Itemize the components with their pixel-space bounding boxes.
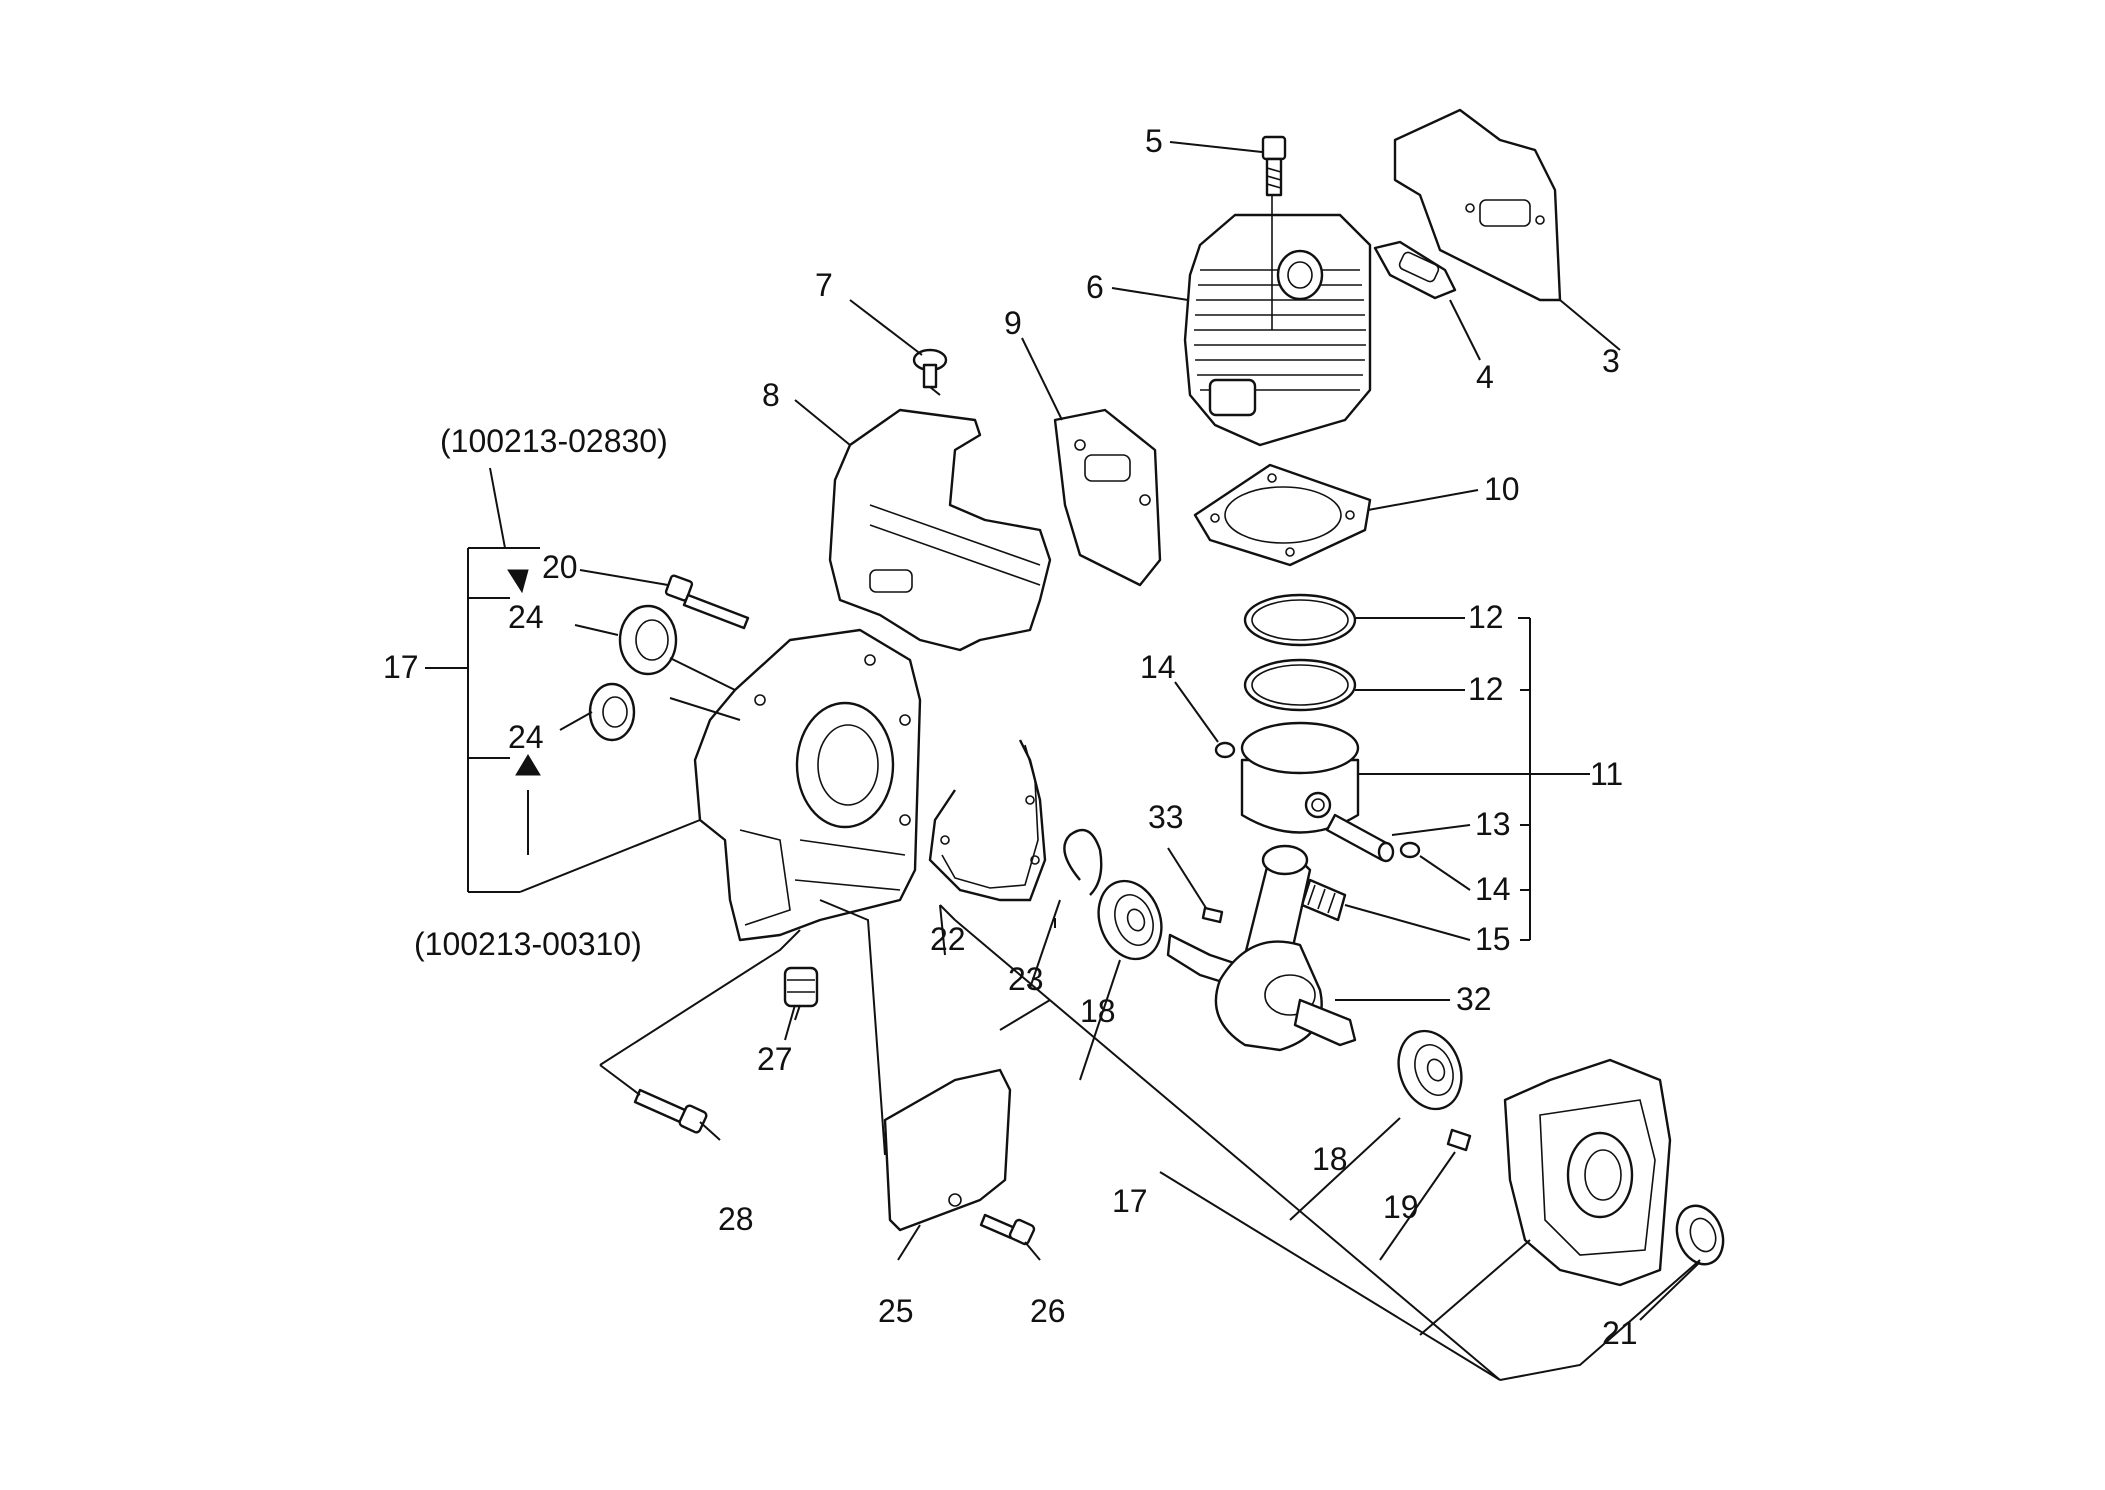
part-25-cover-plate xyxy=(883,1068,1012,1232)
part-24-seal-upper xyxy=(618,604,678,676)
part-6-cylinder xyxy=(1183,195,1372,447)
part-17-crankcase xyxy=(693,628,922,942)
callout-8: 8 xyxy=(762,377,780,413)
part-number-upper: (100213-02830) xyxy=(440,423,668,459)
callout-labels: 3 4 5 6 7 8 9 10 11 12 12 13 14 14 15 17… xyxy=(383,123,1638,1351)
callout-10: 10 xyxy=(1484,471,1520,507)
part-13-piston-pin xyxy=(1325,813,1395,863)
callout-24-lower: 24 xyxy=(508,719,544,755)
callout-26: 26 xyxy=(1030,1293,1066,1329)
callout-13: 13 xyxy=(1475,806,1511,842)
callout-9: 9 xyxy=(1004,305,1022,341)
callout-14-right: 14 xyxy=(1475,871,1511,907)
part-10-gasket xyxy=(1193,463,1372,567)
callout-3: 3 xyxy=(1602,343,1620,379)
part-11-piston xyxy=(1240,721,1360,834)
part-14-circlip-right xyxy=(1399,841,1421,859)
part-9-gasket xyxy=(1053,408,1162,587)
part-5-bolt xyxy=(1261,135,1287,197)
part-24-seal-lower xyxy=(588,682,636,742)
part-number-lower: (100213-00310) xyxy=(414,926,642,962)
part-15-needle-bearing xyxy=(1300,878,1347,922)
callout-17-left: 17 xyxy=(383,649,419,685)
part-18-bearing-right xyxy=(1397,1029,1463,1111)
part-21-bearing xyxy=(1675,1204,1725,1266)
part-18-bearing-left xyxy=(1097,879,1163,961)
callout-32: 32 xyxy=(1456,981,1492,1017)
part-22-gasket xyxy=(928,739,1047,902)
part-23-snap-ring xyxy=(1063,828,1103,896)
callout-22: 22 xyxy=(930,921,966,957)
callout-28: 28 xyxy=(718,1201,754,1237)
part-28-bolt xyxy=(633,1088,708,1134)
leader-lines xyxy=(425,141,1701,1381)
part-26-screw xyxy=(979,1213,1036,1246)
part-12-ring-upper xyxy=(1243,593,1357,647)
part-27-plug xyxy=(783,966,819,1008)
part-20-bolt xyxy=(664,574,750,630)
callout-23: 23 xyxy=(1008,961,1044,997)
callout-12-upper: 12 xyxy=(1468,599,1504,635)
part-32-crankshaft xyxy=(1166,844,1357,1052)
part-12-ring-lower xyxy=(1243,658,1357,712)
part-4-gasket xyxy=(1373,240,1457,300)
callout-4: 4 xyxy=(1476,359,1494,395)
part-14-circlip-left xyxy=(1214,741,1236,759)
callout-12-lower: 12 xyxy=(1468,671,1504,707)
part-7-screw xyxy=(912,348,948,389)
right-crankcase-half xyxy=(1503,1058,1672,1287)
callout-7: 7 xyxy=(815,267,833,303)
part-19-dowel xyxy=(1446,1128,1472,1152)
part-33-key xyxy=(1201,906,1224,924)
callout-33: 33 xyxy=(1148,799,1184,835)
callout-25: 25 xyxy=(878,1293,914,1329)
callout-6: 6 xyxy=(1086,269,1104,305)
callout-21: 21 xyxy=(1602,1315,1638,1351)
callout-19: 19 xyxy=(1383,1189,1419,1225)
part-8-cover xyxy=(828,408,1052,652)
callout-27: 27 xyxy=(757,1041,793,1077)
callout-17-lower: 17 xyxy=(1112,1183,1148,1219)
callout-18-upper: 18 xyxy=(1080,993,1116,1029)
callout-20: 20 xyxy=(542,549,578,585)
callout-14-left: 14 xyxy=(1140,649,1176,685)
callout-5: 5 xyxy=(1145,123,1163,159)
callout-18-lower: 18 xyxy=(1312,1141,1348,1177)
callout-15: 15 xyxy=(1475,921,1511,957)
callout-24-upper: 24 xyxy=(508,599,544,635)
callout-11: 11 xyxy=(1590,756,1623,792)
